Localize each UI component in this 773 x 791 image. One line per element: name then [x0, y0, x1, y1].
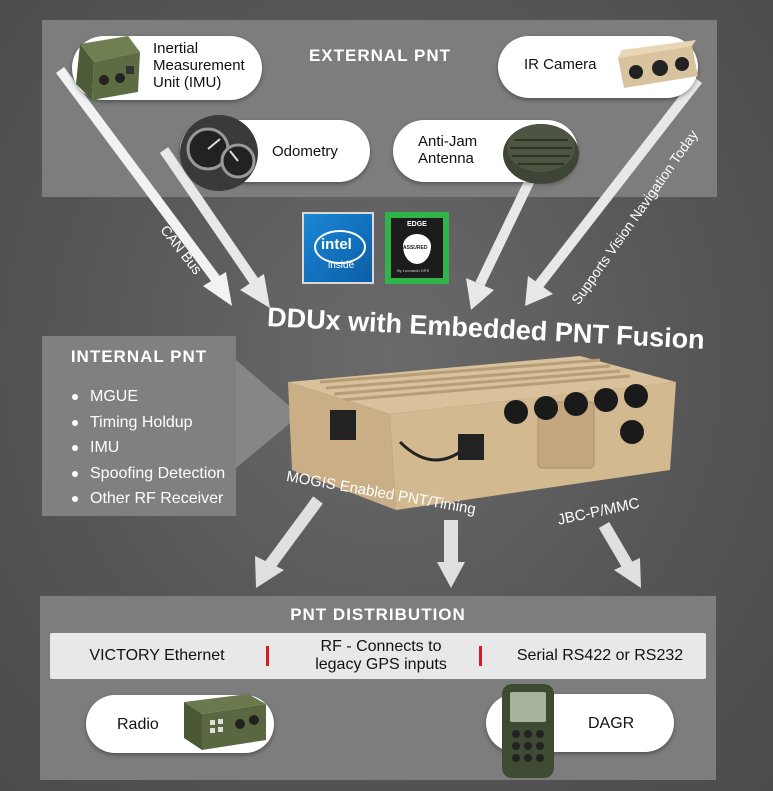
external-pnt-title: EXTERNAL PNT: [308, 46, 452, 65]
antenna-label: Anti-Jam Antenna: [418, 133, 478, 167]
odometry-image: [180, 115, 258, 191]
internal-pnt-title: INTERNAL PNT: [70, 347, 208, 366]
separator: [266, 646, 269, 666]
dagr-label: DAGR: [588, 715, 635, 732]
rf-label: RF - Connects to legacy GPS inputs: [315, 638, 447, 673]
list-item: MGUE: [64, 384, 225, 410]
arrow-ddux-to-right: [598, 521, 641, 588]
internal-pnt-panel: INTERNAL PNT MGUE Timing Holdup IMU Spoo…: [42, 336, 236, 516]
odometry-label: Odometry: [272, 143, 338, 160]
internal-pnt-list: MGUE Timing Holdup IMU Spoofing Detectio…: [64, 384, 225, 512]
list-item: Spoofing Detection: [64, 461, 225, 487]
serial-label: Serial RS422 or RS232: [516, 647, 684, 664]
list-item: IMU: [64, 435, 225, 461]
list-item: Other RF Receiver: [64, 486, 225, 512]
arrow-camera-to-ddux: [525, 76, 702, 306]
ir-camera-label: IR Camera: [524, 56, 597, 73]
dagr-image: [502, 684, 554, 778]
pnt-distribution-title: PNT DISTRIBUTION: [290, 605, 466, 624]
distribution-interfaces-bar: VICTORY Ethernet RF - Connects to legacy…: [50, 633, 706, 679]
radio-image: [184, 694, 266, 750]
intel-inside-logo: intel inside: [302, 212, 374, 284]
imu-label: Inertial Measurement Unit (IMU): [153, 40, 245, 91]
arrow-antenna-to-ddux: [466, 177, 535, 310]
separator: [479, 646, 482, 666]
edge-assured-logo: EDGE ASSURED By Leonardo DRS: [385, 212, 449, 284]
arrow-imu-to-ddux: [55, 67, 232, 306]
victory-ethernet-label: VICTORY Ethernet: [89, 647, 225, 664]
antenna-image: [500, 110, 582, 192]
arrow-odometry-to-ddux: [159, 147, 270, 308]
imu-image: [66, 30, 146, 106]
arrow-ddux-to-left: [255, 496, 323, 588]
list-item: Timing Holdup: [64, 410, 225, 436]
ir-camera-image: [612, 28, 702, 104]
ddux-device-image: [288, 356, 676, 510]
arrow-ddux-to-center: [437, 520, 465, 588]
radio-label: Radio: [117, 716, 159, 733]
internal-callout-connector: [236, 360, 300, 468]
